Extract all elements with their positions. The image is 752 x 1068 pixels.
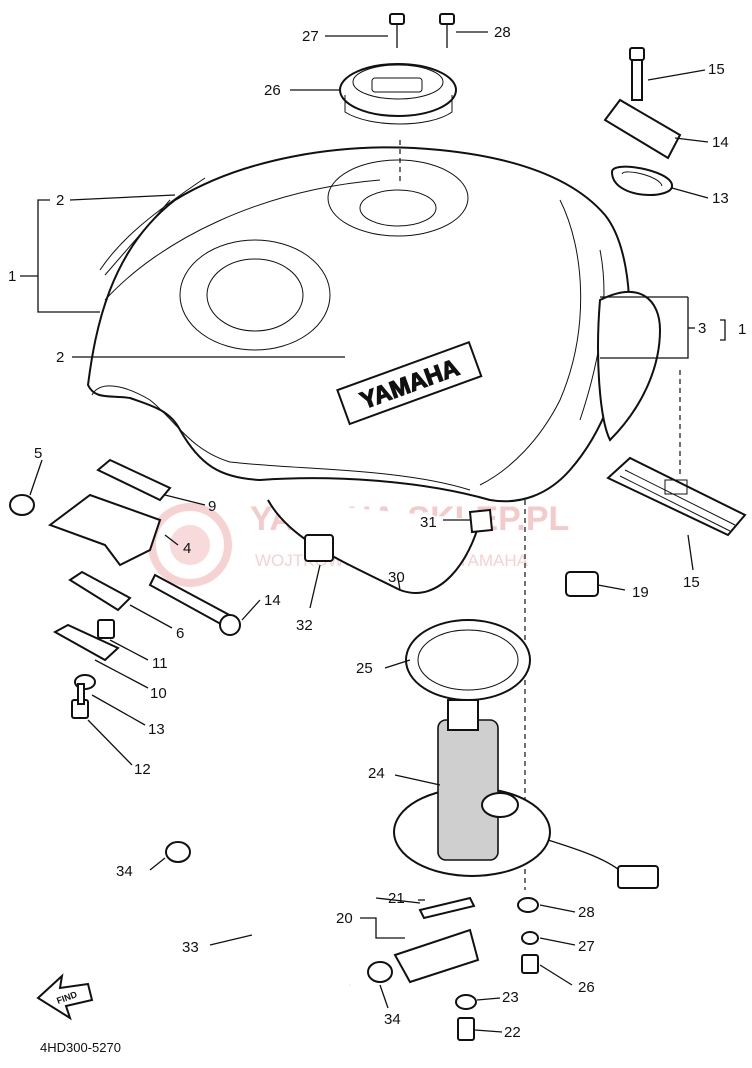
cap-bolt-29: [439, 13, 455, 48]
bracket-assembly: [9, 458, 241, 719]
callout-24: 26: [578, 979, 595, 996]
callout-28: 27: [302, 28, 319, 45]
find-arrow: FIND: [36, 973, 94, 1021]
callout-2-lower: 2: [56, 349, 64, 366]
side-cover-13: [606, 456, 747, 537]
callout-27: 26: [264, 82, 281, 99]
damper-14: [610, 165, 673, 196]
callout-25: 27: [578, 938, 595, 955]
gasket-23: [405, 619, 531, 701]
callout-11: 13: [148, 721, 165, 738]
callout-1-right: 1: [738, 321, 746, 338]
bolt-20: [457, 1017, 475, 1041]
callout-32: 32: [296, 617, 313, 634]
callout-2-upper: 2: [56, 192, 64, 209]
callout-13: 15: [683, 574, 700, 591]
callout-17: 19: [632, 584, 649, 601]
callout-29: 28: [494, 24, 511, 41]
callout-labels: 27 28 26 15 14 13 2 1 2 3 1 5 9 4 31 30 …: [8, 24, 746, 1041]
clamp-34-upper: [165, 841, 191, 863]
sender-unit-18: [393, 896, 480, 984]
clamp-34-lower: [367, 961, 393, 983]
callout-4: 4: [183, 540, 191, 557]
fuel-hose-33: [199, 851, 354, 1010]
bracket-15: [603, 98, 682, 160]
callout-1: 1: [8, 268, 16, 285]
bolt-16: [629, 47, 645, 101]
callout-30: 30: [388, 569, 405, 586]
callout-19: 21: [388, 890, 405, 907]
callout-12: 14: [264, 592, 281, 609]
callout-15: 14: [712, 134, 729, 151]
damper-17: [565, 571, 599, 597]
fuel-tank: YAMAHA: [86, 146, 662, 503]
callout-14: 13: [712, 190, 729, 207]
cap-bolt-28: [389, 13, 405, 48]
diagram-code: 4HD300-5270: [40, 1040, 121, 1055]
fuel-pump-22: [393, 699, 659, 889]
callout-31: 31: [420, 514, 437, 531]
washer-25: [521, 931, 539, 945]
callout-34-upper: 34: [116, 863, 133, 880]
washer-21: [455, 994, 477, 1010]
bolt-24: [521, 954, 539, 974]
callout-10: 12: [134, 761, 151, 778]
callout-5: 5: [34, 445, 42, 462]
callout-21: 23: [502, 989, 519, 1006]
callout-6: 6: [176, 625, 184, 642]
callout-7: 9: [208, 498, 216, 515]
callout-9: 11: [152, 655, 168, 672]
callout-16: 15: [708, 61, 725, 78]
leader-lines: [20, 31, 726, 1033]
callout-34-lower: 34: [384, 1011, 401, 1028]
callout-20: 22: [504, 1024, 521, 1041]
clip-31: [468, 508, 494, 534]
hose-clip-32: [304, 534, 334, 562]
callout-22: 24: [368, 765, 385, 782]
callout-33-label: 33: [182, 939, 199, 956]
callout-18: 20: [336, 910, 353, 927]
callout-23: 25: [356, 660, 373, 677]
callout-3: 3: [698, 320, 706, 337]
callout-8: 10: [150, 685, 167, 702]
fuel-cap: [339, 63, 457, 125]
callout-26: 28: [578, 904, 595, 921]
washer-26: [517, 897, 539, 913]
